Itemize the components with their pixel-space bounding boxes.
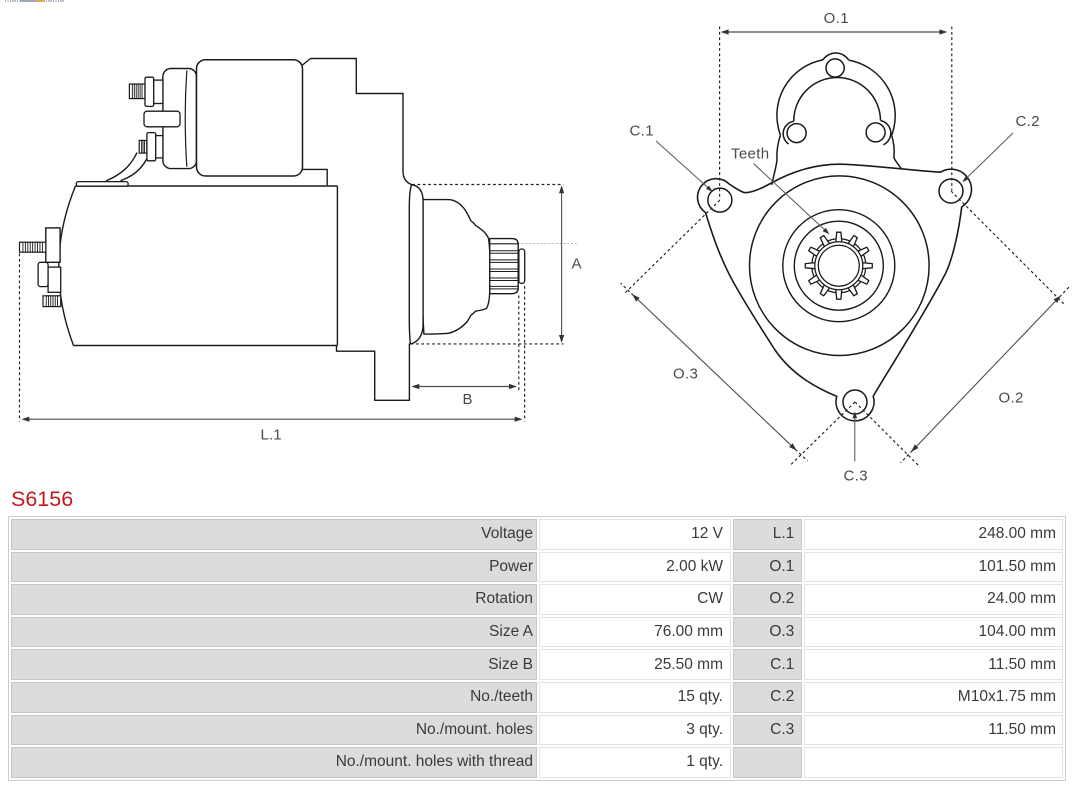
svg-text:L.1: L.1 <box>261 427 282 444</box>
svg-text:A: A <box>572 256 582 273</box>
svg-text:O.2: O.2 <box>999 390 1024 407</box>
svg-text:B: B <box>463 391 473 408</box>
svg-text:O.3: O.3 <box>673 366 698 383</box>
svg-text:C.3: C.3 <box>844 468 868 485</box>
svg-text:C.2: C.2 <box>1016 113 1040 130</box>
svg-text:O.1: O.1 <box>824 10 849 27</box>
svg-text:Teeth: Teeth <box>731 146 769 163</box>
svg-text:C.1: C.1 <box>630 123 654 140</box>
